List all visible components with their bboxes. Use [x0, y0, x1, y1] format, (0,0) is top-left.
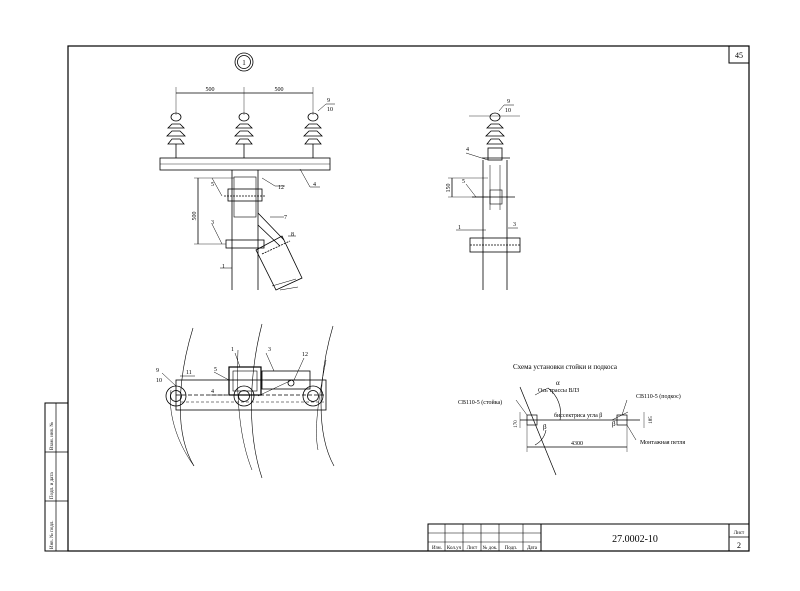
front-view: 1 500 500	[159, 52, 335, 291]
view-marker: 1	[242, 59, 246, 67]
pv-callout-3: 3	[268, 347, 271, 353]
pv-callout-1: 1	[231, 347, 234, 353]
scheme-dim-span: 4300	[571, 441, 583, 447]
installation-scheme: Схема установки стойки и подкоса	[513, 363, 645, 476]
scheme-right-label: СВ110-5 (подкос)	[636, 393, 681, 400]
title-block: Изм. Кол.уч Лист № док. Подп. Дата 27.00…	[427, 523, 750, 552]
fv-callout-10: 10	[327, 107, 333, 113]
scheme-bisector: биссектриса угла β	[554, 412, 602, 419]
plan-view	[161, 323, 335, 479]
pv-callout-11: 11	[186, 370, 192, 376]
sv-callout-10: 10	[505, 108, 511, 114]
sv-callout-9: 9	[507, 99, 510, 105]
tb-col-4: Подп.	[505, 546, 517, 551]
insulator-left	[166, 112, 186, 158]
insulator-center	[234, 112, 254, 158]
scheme-beta-right: β	[612, 420, 616, 428]
fv-callout-3: 3	[211, 220, 214, 226]
sv-callout-3: 3	[513, 222, 516, 228]
scheme-dim-left: 170	[514, 420, 519, 428]
tb-col-5: Дата	[527, 546, 538, 551]
pv-callout-4: 4	[211, 389, 214, 395]
sv-callout-1: 1	[458, 225, 461, 231]
scheme-labels: Ось трассы ВЛЗ α β β биссектриса угла β …	[458, 379, 685, 447]
dim-500-vert: 500	[192, 212, 198, 221]
tb-col-2: Лист	[467, 546, 478, 551]
sheet-number-box	[728, 45, 750, 64]
tb-col-1: Кол.уч	[447, 546, 462, 551]
sheet-page: 2	[737, 541, 741, 550]
side-view-callouts: 9 10 4 5 1 3	[458, 99, 516, 231]
scheme-dim-right: 185	[649, 416, 654, 424]
fv-callout-5: 5	[211, 182, 214, 188]
doc-code: 27.0002-10	[612, 534, 658, 545]
side-view: 150	[446, 104, 521, 290]
sheet-label: Лист	[734, 531, 745, 536]
plan-view-callouts: 9 10 11 5 1 3 12 4	[156, 347, 308, 395]
scheme-loop-label: Монтажная петля	[640, 440, 685, 446]
insulator-right	[303, 112, 323, 158]
fv-callout-4: 4	[313, 182, 316, 188]
sv-callout-4: 4	[466, 147, 469, 153]
scheme-title: Схема установки стойки и подкоса	[513, 363, 618, 371]
tb-col-3: № док.	[483, 545, 498, 551]
sheet-number: 45	[735, 51, 743, 60]
sv-callout-5: 5	[462, 179, 465, 185]
pv-callout-9: 9	[156, 368, 159, 374]
tb-col-0: Изм.	[432, 546, 442, 551]
pv-callout-12: 12	[302, 352, 308, 358]
side-stamp: Инв. № подл. Подп. и дата Взам. инв. №	[44, 402, 69, 552]
dim-500-left: 500	[206, 87, 215, 93]
fv-callout-12: 12	[278, 185, 284, 191]
dim-150: 150	[446, 184, 452, 193]
sheet-frame	[67, 45, 750, 552]
front-view-callouts: 9 10 12 4 5 7 3 8 1	[211, 98, 333, 270]
scheme-alpha: α	[556, 379, 560, 387]
fv-callout-1: 1	[222, 264, 225, 270]
fv-callout-9: 9	[327, 98, 330, 104]
stamp-podp-data: Подп. и дата	[50, 472, 55, 499]
scheme-left-label: СВ110-5 (стойка)	[458, 399, 502, 406]
dim-500-right: 500	[275, 87, 284, 93]
pv-callout-10: 10	[156, 378, 162, 384]
scheme-axis-label: Ось трассы ВЛЗ	[538, 388, 579, 394]
fv-callout-8: 8	[291, 232, 294, 238]
scheme-beta-left: β	[543, 423, 547, 431]
pv-callout-5: 5	[214, 367, 217, 373]
stamp-vzam-inv: Взам. инв. №	[49, 422, 55, 450]
stamp-inv-podl: Инв. № подл.	[49, 521, 55, 550]
fv-callout-7: 7	[284, 215, 287, 221]
